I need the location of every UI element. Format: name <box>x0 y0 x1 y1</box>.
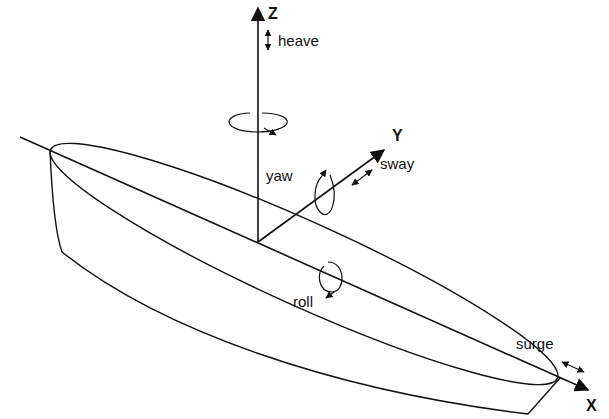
motion-label: roll <box>293 294 313 309</box>
roll-rotation <box>319 262 342 292</box>
axis-letter: X <box>586 398 597 414</box>
z-axis <box>257 8 259 242</box>
motion-label: sway <box>380 156 414 171</box>
motion-label: yaw <box>266 168 293 183</box>
y-axis <box>258 150 384 242</box>
motion-label: surge <box>516 336 554 351</box>
motion-label: heave <box>278 33 319 48</box>
sway-arrow <box>352 170 372 185</box>
axis-letter: Y <box>392 128 403 144</box>
roll-arrow <box>326 292 334 298</box>
y-rotation <box>315 175 334 214</box>
x-axis <box>20 137 588 390</box>
y-rotation-arrow <box>322 170 326 176</box>
surge-arrow <box>562 362 584 372</box>
axis-letter: Z <box>268 6 278 22</box>
heave-arrow <box>267 30 268 50</box>
hull-side <box>50 150 560 414</box>
yaw-arrow <box>264 128 276 135</box>
yaw-rotation <box>229 113 287 132</box>
